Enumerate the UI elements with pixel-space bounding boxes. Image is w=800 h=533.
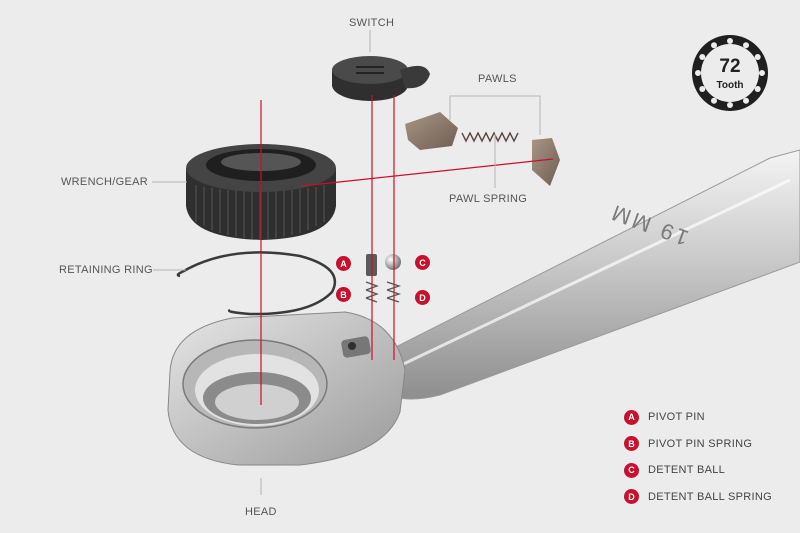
tooth-number: 72: [719, 56, 741, 77]
small-parts: [365, 254, 402, 303]
wrench-gear-label: WRENCH/GEAR: [61, 176, 149, 188]
tooth-count-badge: 72 Tooth: [690, 33, 770, 113]
wrench-handle: 19 MM: [379, 149, 800, 400]
detent-ball: [385, 254, 401, 270]
legend-text: DETENT BALL SPRING: [648, 490, 772, 503]
tooth-text: Tooth: [716, 80, 744, 91]
switch-label: SWITCH: [349, 17, 395, 29]
retaining-ring: [181, 251, 337, 316]
switch-part: [332, 56, 430, 101]
legend-badge: A: [624, 409, 639, 425]
legend-item: C DETENT BALL: [624, 457, 772, 484]
legend-badge: D: [624, 489, 639, 505]
wrench-head: [167, 311, 406, 466]
legend: A PIVOT PIN B PIVOT PIN SPRING C DETENT …: [624, 404, 772, 510]
marker-b: B: [336, 287, 351, 302]
legend-badge: B: [624, 436, 639, 452]
legend-item: D DETENT BALL SPRING: [624, 484, 772, 511]
marker-c: C: [415, 255, 430, 270]
legend-text: PIVOT PIN SPRING: [648, 437, 753, 450]
legend-text: DETENT BALL: [648, 464, 726, 477]
legend-text: PIVOT PIN: [648, 411, 705, 424]
marker-a: A: [336, 256, 351, 271]
marker-d: D: [415, 290, 430, 305]
legend-badge: C: [624, 462, 639, 478]
gear-badge-icon: [692, 35, 768, 111]
legend-item: B PIVOT PIN SPRING: [624, 431, 772, 458]
pawls-label: PAWLS: [478, 73, 517, 85]
leader-lines: [260, 95, 554, 405]
head-label: HEAD: [245, 506, 277, 518]
legend-item: A PIVOT PIN: [624, 404, 772, 431]
pawl-spring-label: PAWL SPRING: [449, 193, 528, 205]
pawl-assembly: [405, 112, 560, 186]
label-leaders: [152, 30, 541, 495]
retaining-ring-label: RETAINING RING: [59, 264, 153, 276]
